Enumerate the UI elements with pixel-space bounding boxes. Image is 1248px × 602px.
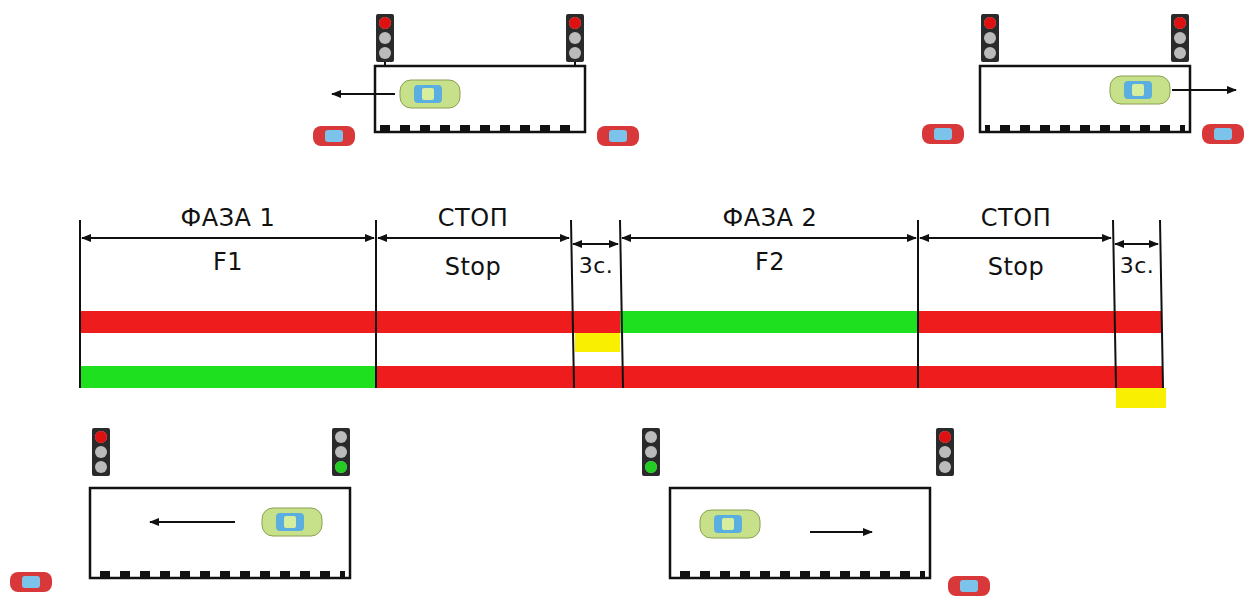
road-scene bbox=[313, 14, 639, 146]
road-scene bbox=[10, 428, 350, 592]
dimension-label: F2 bbox=[755, 250, 785, 274]
dimension-label: Stop bbox=[445, 255, 502, 279]
dimension-label: СТОП bbox=[438, 206, 508, 230]
dimension-label: Stop bbox=[988, 255, 1045, 279]
dimension-label: СТОП bbox=[981, 206, 1051, 230]
dimension-label: F1 bbox=[213, 250, 243, 274]
road-scene bbox=[642, 428, 990, 596]
dimension-label: ФАЗА 1 bbox=[181, 206, 276, 230]
road-scene bbox=[922, 14, 1244, 144]
dimension-label: 3с. bbox=[1120, 255, 1155, 277]
dimension-label: ФАЗА 2 bbox=[723, 206, 818, 230]
dimension-label: 3с. bbox=[579, 255, 614, 277]
dimension-lines bbox=[80, 220, 1163, 388]
